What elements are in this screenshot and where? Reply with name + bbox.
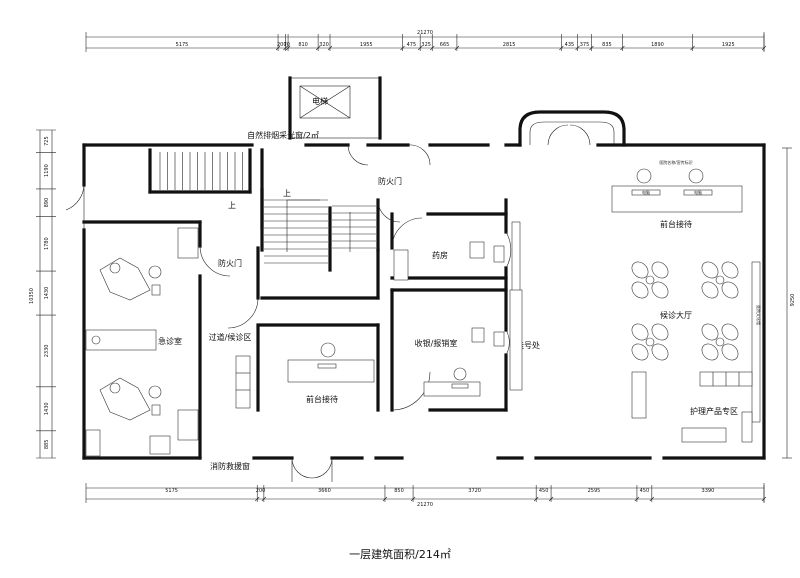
top-segment-dimension-8: 665 <box>440 42 450 48</box>
bottom-segment-dimension-2: 3660 <box>318 488 331 494</box>
culture-wall-sign: 医院文化墙 <box>756 305 762 325</box>
top-segment-dimension-9: 2815 <box>503 42 516 48</box>
monitor-label-1: 电脑 <box>642 189 650 195</box>
monitor-label-2: 电脑 <box>694 189 702 195</box>
up-label-1: 上 <box>228 201 236 210</box>
bottom-segment-dimension-7: 450 <box>640 488 650 494</box>
top-segment-dimension-13: 1890 <box>651 42 664 48</box>
cashier-label: 收银/报销室 <box>415 338 458 348</box>
waiting-hall-label: 候诊大厅 <box>660 310 692 320</box>
bottom-segment-dimension-0: 5175 <box>165 488 178 494</box>
corridor-label: 过道/候诊区 <box>209 332 252 342</box>
bottom-segment-dimension-4: 3720 <box>468 488 481 494</box>
left-total-dimension: 10350 <box>29 288 35 304</box>
top-segment-dimension-7: 325 <box>421 42 431 48</box>
left-segment-dimension-3: 1780 <box>44 237 50 250</box>
stair-center <box>264 199 376 264</box>
bottom-segment-dimension-5: 450 <box>539 488 549 494</box>
front-desk-right-furniture: 医院名称/宣传标识 电脑 电脑 <box>611 159 743 213</box>
front-desk-center-furniture <box>287 342 375 383</box>
pharmacy-label: 药房 <box>432 250 448 260</box>
exterior-walls <box>82 143 766 460</box>
top-segment-dimension-4: 320 <box>319 42 329 48</box>
top-segment-dimension-0: 5175 <box>176 42 189 48</box>
hall-table-cluster <box>631 261 669 299</box>
waiting-seats-corridor <box>235 355 251 409</box>
emergency-furniture <box>85 227 199 457</box>
left-segment-dimension-5: 2330 <box>44 345 50 358</box>
pharmacy-furniture <box>393 221 521 303</box>
bottom-segment-dimension-6: 2595 <box>588 488 601 494</box>
bottom-total-dimension: 21270 <box>417 502 433 508</box>
cashier-furniture <box>423 327 505 397</box>
top-segment-dimension-10: 435 <box>565 42 575 48</box>
top-segment-dimension-3: 810 <box>298 42 308 48</box>
hall-table-cluster <box>631 323 669 361</box>
top-segment-dimension-12: 835 <box>602 42 612 48</box>
registration-label: 挂号处 <box>516 340 540 350</box>
smoke-window-label: 自然排烟采光窗/2㎡ <box>247 130 319 140</box>
right-dimension: 9250 <box>782 147 796 459</box>
left-segment-dimension-7: 885 <box>44 440 50 450</box>
floor-area-caption: 一层建筑面积/214㎡ <box>349 548 451 561</box>
interior-walls <box>82 148 508 460</box>
top-segment-dimension-14: 1925 <box>722 42 735 48</box>
left-segment-dimension-1: 1190 <box>44 164 50 177</box>
hall-table-cluster <box>701 261 739 299</box>
left-segment-dimension-0: 725 <box>44 136 50 146</box>
left-dimension-chain: 725 1190 890 1780 1430 2330 1430 885 10350 <box>29 129 56 459</box>
left-segment-dimension-4: 1430 <box>44 287 50 300</box>
fire-door-left-label: 防火门 <box>218 258 242 268</box>
waiting-hall-tables <box>631 261 739 361</box>
doors <box>65 144 512 482</box>
up-label-2: 上 <box>283 189 291 198</box>
top-segment-dimension-11: 375 <box>580 42 590 48</box>
bottom-segment-dimension-8: 3390 <box>702 488 715 494</box>
front-desk-right-label: 前台接待 <box>660 219 692 229</box>
care-products-label: 护理产品专区 <box>690 406 738 416</box>
front-desk-sign: 医院名称/宣传标识 <box>659 159 692 165</box>
top-segment-dimension-5: 1955 <box>360 42 373 48</box>
rescue-window-label: 消防救援窗 <box>210 461 250 471</box>
emergency-room-label: 急诊室 <box>158 336 182 346</box>
stair-left <box>159 152 243 190</box>
bottom-segment-dimension-3: 850 <box>394 488 404 494</box>
registration-counter <box>509 289 523 391</box>
bottom-segment-dimension-1: 200 <box>256 488 266 494</box>
hall-table-cluster <box>701 323 739 361</box>
left-segment-dimension-6: 1430 <box>44 402 50 415</box>
culture-wall <box>751 261 761 423</box>
top-segment-dimension-2: 70 <box>284 42 290 48</box>
bottom-dimension-chain: 5175 200 3660 850 3720 450 2595 450 3390 21270 <box>85 483 767 508</box>
left-segment-dimension-2: 890 <box>44 198 50 208</box>
elevator-shaft: 电梯 <box>288 76 382 140</box>
front-desk-center-label: 前台接待 <box>306 394 338 404</box>
rounded-entrance <box>518 110 626 147</box>
right-total-dimension: 9250 <box>790 294 796 307</box>
top-segment-dimension-6: 475 <box>407 42 417 48</box>
elevator-label: 电梯 <box>312 96 328 106</box>
dental-chair-2 <box>99 377 162 421</box>
dental-chair-1 <box>99 257 162 301</box>
top-segment-dimension-1: 200 <box>277 42 287 48</box>
top-total-dimension: 21270 <box>417 30 433 36</box>
care-products-furniture <box>631 371 753 443</box>
fire-door-top-label: 防火门 <box>378 176 402 186</box>
